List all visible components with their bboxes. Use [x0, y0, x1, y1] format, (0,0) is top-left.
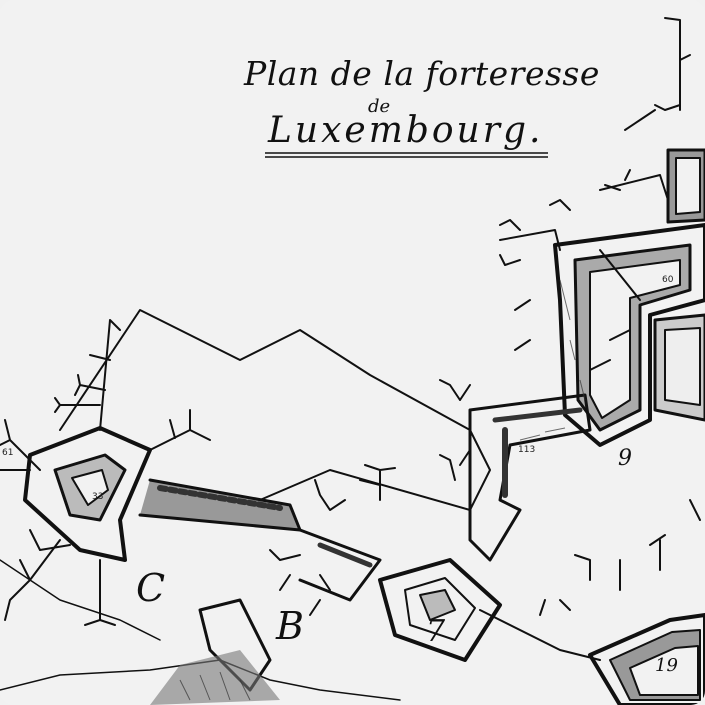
label-9: 9 [618, 446, 632, 471]
label-7: 7 [426, 614, 446, 649]
label-c: C [136, 566, 166, 610]
covered-way-middle [468, 393, 592, 562]
number-label: 113 [518, 445, 536, 455]
curtain-wall-center [298, 528, 382, 602]
bastion-7-inner [404, 577, 476, 641]
glacis-outline [59, 309, 491, 511]
number-label: 60 [662, 275, 674, 285]
number-label: 61 [2, 448, 14, 458]
bastion-lower-right [588, 613, 705, 705]
bastion-c-core [71, 469, 109, 506]
bastion-c-outer [23, 426, 152, 562]
bastion-upper-right-outer [553, 223, 705, 447]
bastion-7-outer [378, 558, 502, 662]
number-label: 33 [92, 492, 104, 502]
label-19: 19 [655, 655, 678, 676]
label-b: B [276, 604, 304, 648]
map-title-line2: Luxembourg. [268, 110, 544, 151]
map-title-line1: Plan de la forteresse [244, 54, 600, 93]
map-title-de: de [368, 96, 391, 117]
